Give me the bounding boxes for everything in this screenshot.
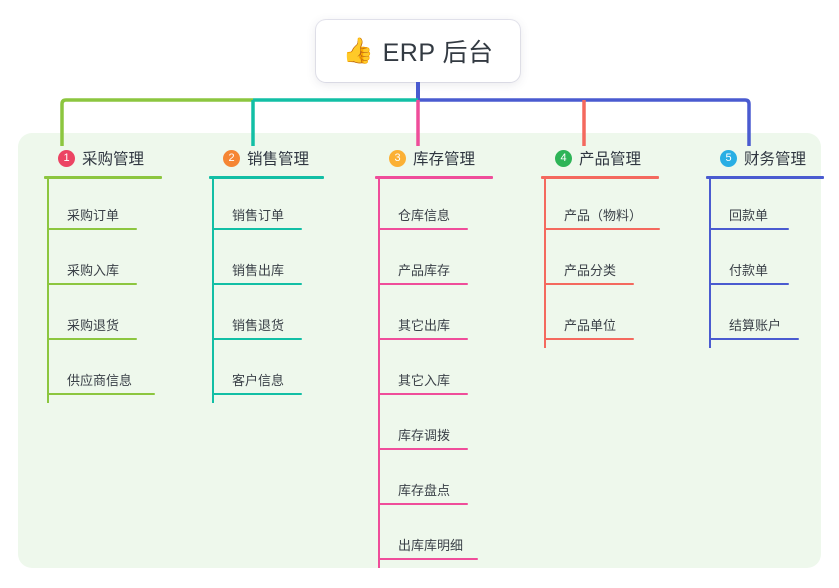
column-badge-icon: 1 (58, 149, 75, 167)
leaf-item-underline (378, 283, 468, 285)
column-underline (375, 176, 493, 179)
leaf-item-underline (47, 283, 137, 285)
column-header-2[interactable]: 2 销售管理 (209, 146, 369, 170)
column-badge-icon: 4 (555, 149, 572, 167)
leaf-item-underline (378, 338, 468, 340)
column-underline (706, 176, 824, 179)
column-items: 销售订单销售出库销售退货客户信息 (209, 179, 369, 399)
leaf-item-label: 供应商信息 (67, 373, 133, 388)
leaf-item-underline (709, 228, 789, 230)
leaf-item[interactable]: 客户信息 (209, 344, 369, 399)
leaf-item-label: 采购订单 (67, 208, 120, 223)
leaf-item-label: 产品库存 (398, 263, 451, 278)
leaf-item[interactable]: 销售订单 (209, 179, 369, 234)
column-underline (541, 176, 659, 179)
leaf-item-label: 采购退货 (67, 318, 120, 333)
leaf-item[interactable]: 销售出库 (209, 234, 369, 289)
column-badge-icon: 2 (223, 149, 240, 167)
leaf-item-label: 销售订单 (232, 208, 285, 223)
leaf-item-underline (378, 448, 468, 450)
leaf-item[interactable]: 产品库存 (375, 234, 535, 289)
leaf-item[interactable]: 付款单 (706, 234, 839, 289)
leaf-item-label: 库存调拨 (398, 428, 451, 443)
column-4: 4 产品管理产品（物料） 产品分类产品单位 (541, 146, 701, 344)
column-title: 产品管理 (579, 151, 642, 168)
leaf-item[interactable]: 库存盘点 (375, 454, 535, 509)
leaf-item-label: 其它出库 (398, 318, 451, 333)
column-title: 销售管理 (247, 151, 310, 168)
leaf-item-underline (378, 558, 478, 560)
leaf-item[interactable]: 供应商信息 (44, 344, 204, 399)
leaf-item-label: 销售出库 (232, 263, 285, 278)
leaf-item-label: 其它入库 (398, 373, 451, 388)
leaf-item-underline (709, 283, 789, 285)
leaf-item[interactable]: 仓库信息 (375, 179, 535, 234)
leaf-item[interactable]: 其它入库 (375, 344, 535, 399)
leaf-item-label: 仓库信息 (398, 208, 451, 223)
leaf-item-label: 产品单位 (564, 318, 617, 333)
column-underline (209, 176, 324, 179)
root-node[interactable]: 👍 ERP 后台 (316, 20, 520, 82)
leaf-item-underline (709, 338, 799, 340)
leaf-item-underline (47, 338, 137, 340)
column-items: 产品（物料） 产品分类产品单位 (541, 179, 701, 344)
leaf-item-label: 结算账户 (729, 318, 782, 333)
leaf-item-label: 销售退货 (232, 318, 285, 333)
leaf-item-underline (544, 228, 660, 230)
leaf-item-label: 付款单 (729, 263, 769, 278)
column-2: 2 销售管理销售订单销售出库销售退货客户信息 (209, 146, 369, 399)
leaf-item[interactable]: 产品分类 (541, 234, 701, 289)
leaf-item-label: 采购入库 (67, 263, 120, 278)
column-title: 采购管理 (82, 151, 145, 168)
column-header-4[interactable]: 4 产品管理 (541, 146, 701, 170)
leaf-item-label: 产品（物料） (564, 208, 643, 223)
leaf-item-underline (544, 283, 634, 285)
leaf-item-underline (212, 228, 302, 230)
column-header-3[interactable]: 3 库存管理 (375, 146, 535, 170)
leaf-item-underline (47, 228, 137, 230)
leaf-item[interactable]: 结算账户 (706, 289, 839, 344)
column-1: 1 采购管理采购订单采购入库采购退货供应商信息 (44, 146, 204, 399)
leaf-item-underline (212, 338, 302, 340)
column-badge-icon: 3 (389, 149, 406, 167)
leaf-item-underline (378, 393, 468, 395)
root-node-title: ERP 后台 (382, 39, 494, 67)
mindmap-panel (18, 133, 821, 568)
leaf-item-underline (544, 338, 634, 340)
leaf-item-label: 出库库明细 (398, 538, 464, 553)
leaf-item[interactable]: 产品单位 (541, 289, 701, 344)
root-node-content: 👍 ERP 后台 (342, 33, 493, 69)
column-3: 3 库存管理仓库信息产品库存其它出库其它入库库存调拨库存盘点出库库明细 (375, 146, 535, 564)
leaf-item[interactable]: 回款单 (706, 179, 839, 234)
column-title: 财务管理 (744, 151, 807, 168)
leaf-item-label: 客户信息 (232, 373, 285, 388)
leaf-item[interactable]: 采购订单 (44, 179, 204, 234)
column-title: 库存管理 (413, 151, 476, 168)
column-items: 仓库信息产品库存其它出库其它入库库存调拨库存盘点出库库明细 (375, 179, 535, 564)
leaf-item[interactable]: 采购退货 (44, 289, 204, 344)
leaf-item[interactable]: 库存调拨 (375, 399, 535, 454)
leaf-item-underline (212, 393, 302, 395)
thumbs-up-icon: 👍 (342, 36, 374, 65)
leaf-item[interactable]: 销售退货 (209, 289, 369, 344)
leaf-item-label: 库存盘点 (398, 483, 451, 498)
column-badge-icon: 5 (720, 149, 737, 167)
column-items: 采购订单采购入库采购退货供应商信息 (44, 179, 204, 399)
leaf-item[interactable]: 产品（物料） (541, 179, 701, 234)
leaf-item-underline (47, 393, 155, 395)
column-underline (44, 176, 162, 179)
leaf-item-label: 回款单 (729, 208, 769, 223)
column-items: 回款单付款单结算账户 (706, 179, 839, 344)
leaf-item[interactable]: 采购入库 (44, 234, 204, 289)
column-header-1[interactable]: 1 采购管理 (44, 146, 204, 170)
leaf-item-underline (378, 503, 468, 505)
leaf-item-underline (212, 283, 302, 285)
leaf-item[interactable]: 其它出库 (375, 289, 535, 344)
leaf-item[interactable]: 出库库明细 (375, 509, 535, 564)
leaf-item-underline (378, 228, 468, 230)
column-5: 5 财务管理回款单付款单结算账户 (706, 146, 839, 344)
column-header-5[interactable]: 5 财务管理 (706, 146, 839, 170)
leaf-item-label: 产品分类 (564, 263, 617, 278)
